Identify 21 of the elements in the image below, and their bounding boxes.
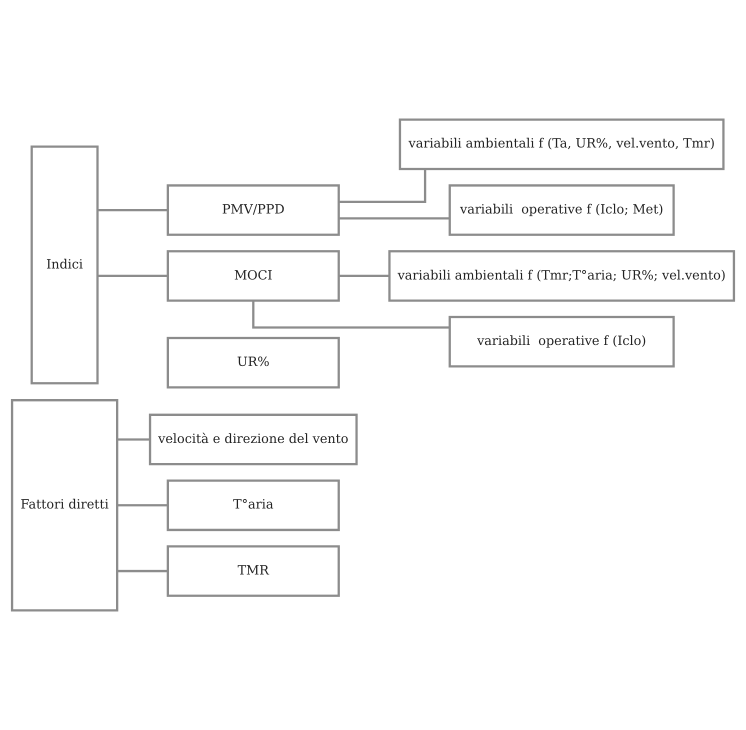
node-box: Fattori diretti bbox=[10, 399, 118, 612]
connector bbox=[252, 300, 450, 329]
connector bbox=[117, 438, 150, 441]
node-box: variabili ambientali f (Ta, UR%, vel.vento, Tmr) bbox=[398, 118, 725, 170]
node-box: UR% bbox=[166, 336, 340, 389]
node-box: TMR bbox=[166, 545, 340, 597]
connector bbox=[338, 217, 450, 220]
node-box: variabili ambientali f (Tmr;T°aria; UR%; vel.vento) bbox=[388, 250, 736, 302]
connector bbox=[117, 504, 168, 506]
node-box: variabili operative f (Iclo; Met) bbox=[448, 184, 675, 236]
node-box: velocità e direzione del vento bbox=[148, 414, 358, 466]
connector bbox=[338, 169, 426, 204]
node-box: variabili operative f (Iclo) bbox=[448, 316, 675, 368]
connector bbox=[98, 274, 168, 278]
node-box: PMV/PPD bbox=[166, 184, 340, 236]
connector bbox=[98, 208, 168, 212]
connector bbox=[338, 274, 390, 278]
node-box: T°aria bbox=[166, 479, 340, 532]
node-box: MOCI bbox=[166, 250, 340, 302]
connector bbox=[117, 570, 168, 572]
node-box: Indici bbox=[30, 145, 99, 384]
